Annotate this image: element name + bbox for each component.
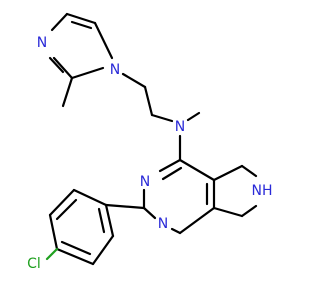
chlorine-label: Cl (27, 256, 41, 272)
bond (104, 203, 146, 210)
amine-n-label: N (175, 119, 185, 135)
atom-labels: N N N N N NH Cl (27, 35, 272, 272)
bond (178, 206, 216, 235)
bond (240, 204, 258, 218)
bond (212, 206, 244, 218)
imidazole-n-upper-label: N (37, 35, 47, 51)
pyrimidine-n-lower-label: N (158, 216, 168, 232)
linker-chain (121, 72, 201, 162)
pyrimidine-n-upper-label: N (140, 174, 150, 190)
bond (158, 158, 182, 173)
bond (50, 12, 69, 32)
chlorophenyl-ring (45, 188, 146, 266)
bond (55, 198, 78, 221)
bond (55, 247, 95, 266)
pyrimidine-ring (142, 158, 216, 235)
bond (142, 206, 157, 220)
bond (93, 21, 114, 60)
pyrroline-nh-label: NH (252, 183, 273, 199)
bond (104, 203, 115, 238)
bond (60, 240, 92, 256)
imidazole-n-lower-label: N (110, 62, 120, 78)
bond (48, 188, 76, 217)
bond (45, 247, 59, 261)
pyrroline-ring (212, 164, 258, 218)
structure-svg: N N N N N NH Cl (27, 12, 273, 272)
bond (70, 66, 105, 80)
bond (178, 158, 216, 182)
bond (65, 12, 97, 25)
bond (48, 56, 65, 74)
bond (61, 76, 74, 108)
bond (150, 113, 174, 123)
imidazole-ring (48, 12, 114, 108)
bond (48, 213, 59, 251)
bond (52, 56, 74, 80)
bond (143, 85, 154, 117)
bond (186, 111, 201, 122)
bond (161, 166, 183, 181)
bond (97, 207, 106, 234)
bond (212, 164, 244, 182)
bond (121, 72, 147, 89)
bond (170, 227, 182, 235)
molecule-structure-diagram: N N N N N NH Cl (27, 12, 273, 272)
bond (70, 20, 93, 30)
bond (72, 188, 108, 207)
bond (91, 234, 115, 266)
bond (240, 164, 258, 178)
